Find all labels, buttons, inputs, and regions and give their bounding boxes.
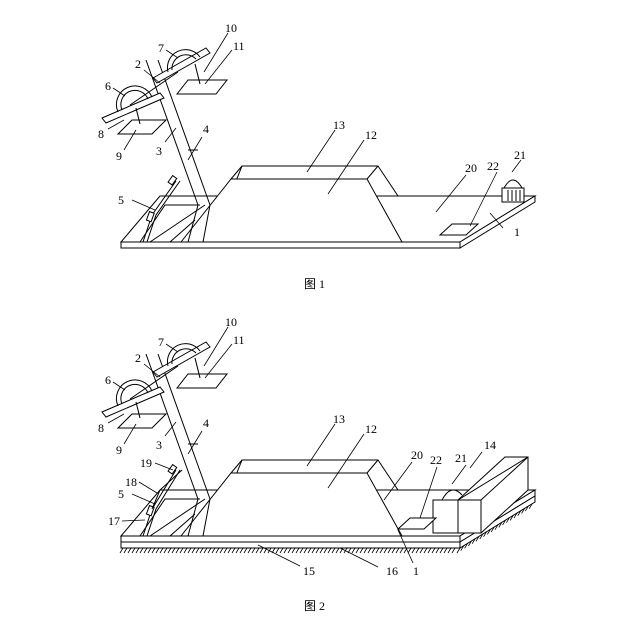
- label: 22: [430, 453, 442, 467]
- label: 14: [484, 438, 496, 452]
- label: 5: [118, 193, 124, 207]
- label: 9: [116, 149, 122, 163]
- fig1-labels: 1 2 3 4 5 6 7 8 9 10 11 12 13 20 21 22: [98, 21, 526, 239]
- plate-9: [116, 119, 168, 135]
- bottom-teeth: [119, 503, 533, 554]
- base-plate-front: [120, 535, 461, 543]
- label: 15: [303, 564, 315, 578]
- label: 11: [233, 333, 245, 347]
- fig2-labels: 1 2 3 4 5 6 7 8 9 10 11 12 13 14 15 16 1…: [98, 315, 496, 578]
- trapezoid-body: [179, 178, 403, 243]
- label: 13: [333, 412, 345, 426]
- label: 1: [413, 564, 419, 578]
- label: 2: [135, 351, 141, 365]
- label: 4: [203, 122, 209, 136]
- figure-caption: 图 2: [304, 599, 325, 613]
- label: 22: [487, 159, 499, 173]
- label: 13: [333, 118, 345, 132]
- label: 9: [116, 443, 122, 457]
- label: 19: [140, 456, 152, 470]
- label: 3: [156, 438, 162, 452]
- label: 6: [105, 373, 111, 387]
- plate-11: [175, 373, 229, 389]
- label: 6: [105, 79, 111, 93]
- figure-caption: 图 1: [304, 277, 325, 291]
- bottom-layer: [120, 541, 461, 549]
- label: 7: [158, 335, 164, 349]
- label: 7: [158, 41, 164, 55]
- label: 21: [514, 148, 526, 162]
- figure-2: 1 2 3 4 5 6 7 8 9 10 11 12 13 14 15 16 1…: [98, 315, 537, 613]
- label: 20: [465, 161, 477, 175]
- label: 4: [203, 416, 209, 430]
- label: 21: [455, 451, 467, 465]
- label: 5: [118, 487, 124, 501]
- fig1-leaders: [107, 32, 522, 229]
- label: 8: [98, 127, 104, 141]
- plate-9: [116, 413, 168, 429]
- label: 17: [108, 514, 120, 528]
- label: 11: [233, 39, 245, 53]
- label: 18: [125, 475, 137, 489]
- label: 12: [365, 128, 377, 142]
- label: 1: [514, 225, 520, 239]
- fig2-leaders: [107, 326, 483, 568]
- label: 10: [225, 21, 237, 35]
- figure-1: 1 2 3 4 5 6 7 8 9 10 11 12 13 20 21 22 图…: [98, 21, 537, 291]
- label: 2: [135, 57, 141, 71]
- trapezoid-body: [179, 472, 403, 537]
- label: 8: [98, 421, 104, 435]
- label: 10: [225, 315, 237, 329]
- plate-11: [175, 79, 229, 95]
- label: 20: [411, 448, 423, 462]
- label: 16: [386, 564, 398, 578]
- label: 12: [365, 422, 377, 436]
- label: 3: [156, 144, 162, 158]
- base-plate-front: [120, 241, 461, 249]
